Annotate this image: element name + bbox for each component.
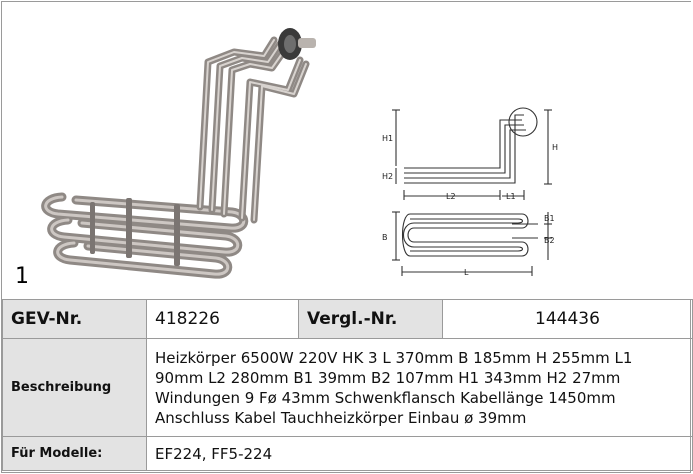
technical-drawing: H1 H2 H L2 L1 B B1 B2 L xyxy=(382,107,558,277)
product-figure: H1 H2 H L2 L1 B B1 B2 L 1 xyxy=(2,2,692,299)
dim-label-h2: H2 xyxy=(382,172,393,181)
vergl-label: Vergl.-Nr. xyxy=(298,299,443,339)
table-row: GEV-Nr. 418226 Vergl.-Nr. 144436 xyxy=(2,299,693,339)
dim-label-h: H xyxy=(552,143,558,152)
modelle-value: EF224, FF5-224 xyxy=(146,436,693,471)
dim-label-b2: B2 xyxy=(544,236,555,245)
figure-number: 1 xyxy=(15,264,29,289)
vergl-value: 144436 xyxy=(442,299,693,339)
dim-label-b1: B1 xyxy=(544,214,555,223)
beschreibung-label: Beschreibung xyxy=(2,338,147,437)
gev-value: 418226 xyxy=(146,299,299,339)
dim-label-l1: L1 xyxy=(506,192,516,201)
gev-label: GEV-Nr. xyxy=(2,299,147,339)
heating-element-photo xyxy=(41,28,316,279)
dim-label-b: B xyxy=(382,233,388,242)
product-info-table: GEV-Nr. 418226 Vergl.-Nr. 144436 Beschre… xyxy=(2,299,693,471)
dim-label-l: L xyxy=(464,268,469,277)
dim-label-l2: L2 xyxy=(446,192,456,201)
dim-label-h1: H1 xyxy=(382,134,393,143)
modelle-label: Für Modelle: xyxy=(2,436,147,471)
table-row: Beschreibung Heizkörper 6500W 220V HK 3 … xyxy=(2,338,693,437)
beschreibung-value: Heizkörper 6500W 220V HK 3 L 370mm B 185… xyxy=(146,338,693,437)
table-row: Für Modelle: EF224, FF5-224 xyxy=(2,436,693,471)
